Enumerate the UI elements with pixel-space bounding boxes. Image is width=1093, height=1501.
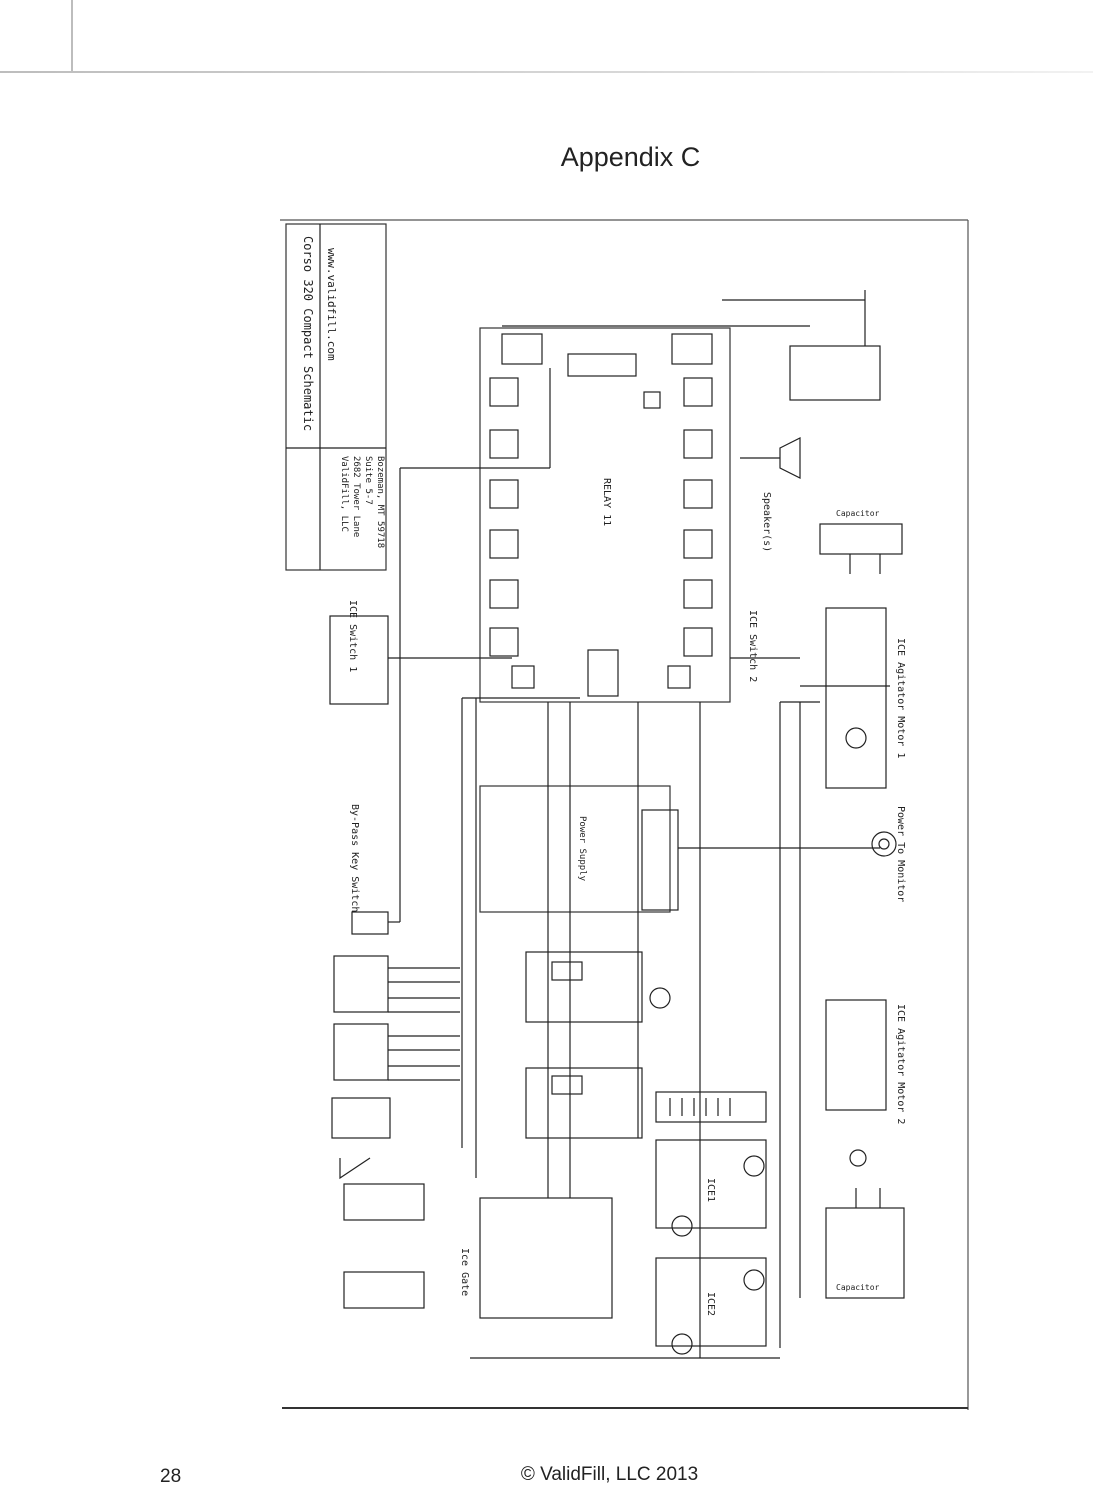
- speaker-label: Speaker(s): [761, 492, 772, 552]
- ice1-label: ICE1: [705, 1178, 716, 1202]
- relay-board-label: RELAY 11: [601, 478, 612, 526]
- crop-mark-vertical: [71, 0, 73, 72]
- capacitor-bottom-label: Capacitor: [836, 1283, 880, 1292]
- schematic-address-1: 2682 Tower Lane: [351, 456, 361, 537]
- ice-switch-2-label: ICE Switch 2: [747, 610, 758, 682]
- copyright-footer: © ValidFill, LLC 2013: [520, 1464, 699, 1485]
- schematic-title: Corso 320 Compact Schematic: [301, 236, 315, 431]
- ice-agitator-motor-2-label: ICE Agitator Motor 2: [895, 1004, 906, 1124]
- schematic-company: ValidFill, LLC: [339, 456, 349, 532]
- ice-agitator-motor-1-label: ICE Agitator Motor 1: [895, 638, 906, 758]
- page-number: 28: [160, 1466, 182, 1487]
- ice-switch-1-label: ICE Switch 1: [347, 600, 358, 672]
- capacitor-top-label: Capacitor: [836, 509, 880, 518]
- power-to-monitor-label: Power To Monitor: [895, 806, 906, 902]
- ice2-label: ICE2: [705, 1292, 716, 1316]
- schematic-url: www.validfill.com: [325, 248, 338, 361]
- power-supply-label: Power Supply: [577, 816, 587, 882]
- bypass-key-switch-label: By-Pass Key Switch: [349, 804, 360, 912]
- schematic-address-2: Suite 5-7: [363, 456, 373, 505]
- crop-mark-horizontal: [0, 71, 1093, 73]
- page-title: Appendix C: [560, 142, 701, 172]
- schematic-city: Bozeman, MT 59718: [375, 456, 385, 548]
- ice-gate-label: Ice Gate: [459, 1248, 470, 1296]
- wiring-schematic: Corso 320 Compact Schematic www.validfil…: [280, 219, 969, 1410]
